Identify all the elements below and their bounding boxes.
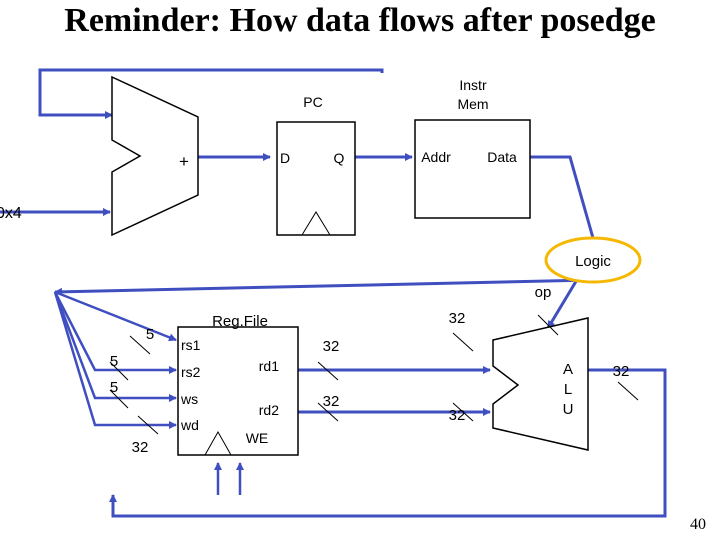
pc-d-port: D [280, 150, 290, 166]
alu-in-top-width: 32 [449, 310, 466, 327]
rd1-width: 32 [323, 338, 340, 355]
const4-label: 0x4 [0, 205, 22, 222]
bus-slashes [109, 314, 639, 435]
rs1-width: 5 [146, 326, 154, 343]
rd1-port: rd1 [259, 358, 279, 374]
instr-mem-label-1: Instr [459, 77, 487, 93]
imem-data-port: Data [487, 149, 517, 165]
page-number: 40 [690, 516, 706, 533]
alu-letter-a: A [563, 361, 573, 378]
ws-port: ws [180, 391, 198, 407]
clock-triangle-icon [301, 211, 331, 236]
instr-mem-label-2: Mem [457, 96, 488, 112]
ws-width: 5 [110, 379, 118, 396]
instr-mem-box [414, 119, 531, 219]
imem-addr-port: Addr [421, 149, 451, 165]
pc-q-port: Q [334, 150, 345, 166]
alu-out-width: 32 [613, 363, 630, 380]
rs2-width: 5 [110, 353, 118, 370]
alu-op-label: op [535, 284, 552, 301]
wd-width: 32 [132, 439, 149, 456]
pc-feedback-wire [38, 68, 384, 119]
regfile-clock-triangle-icon [204, 430, 232, 456]
fan-rs2-wire [53, 291, 177, 374]
logic-bubble [544, 236, 642, 284]
alu-shape [492, 317, 589, 451]
fan-ws-wire [53, 291, 177, 402]
imem-to-logic-wire [530, 155, 597, 246]
fan-wd-wire [53, 291, 177, 429]
we-label: WE [246, 430, 269, 446]
slide-title: Reminder: How data flows after posedge [64, 2, 656, 39]
instr-bus-wire [54, 278, 593, 296]
adder-shape [111, 75, 199, 237]
logic-label: Logic [575, 253, 611, 270]
pc-label: PC [303, 94, 322, 110]
regfile-box [177, 326, 299, 456]
alu-letter-u: U [563, 401, 574, 418]
alu-in-bottom-width: 32 [449, 407, 466, 424]
rs2-port: rs2 [181, 364, 201, 380]
alu-letter-l: L [564, 381, 572, 398]
rd2-width: 32 [323, 393, 340, 410]
rd2-port: rd2 [259, 402, 279, 418]
regfile-label: Reg.File [212, 313, 268, 330]
adder-plus: + [179, 152, 189, 171]
pc-register [276, 121, 356, 236]
alu-output-wire [109, 368, 667, 518]
fan-rs1-wire [54, 290, 177, 342]
wd-port: wd [180, 417, 199, 433]
rs1-port: rs1 [181, 337, 201, 353]
logic-to-alu-op-wire [546, 277, 580, 329]
